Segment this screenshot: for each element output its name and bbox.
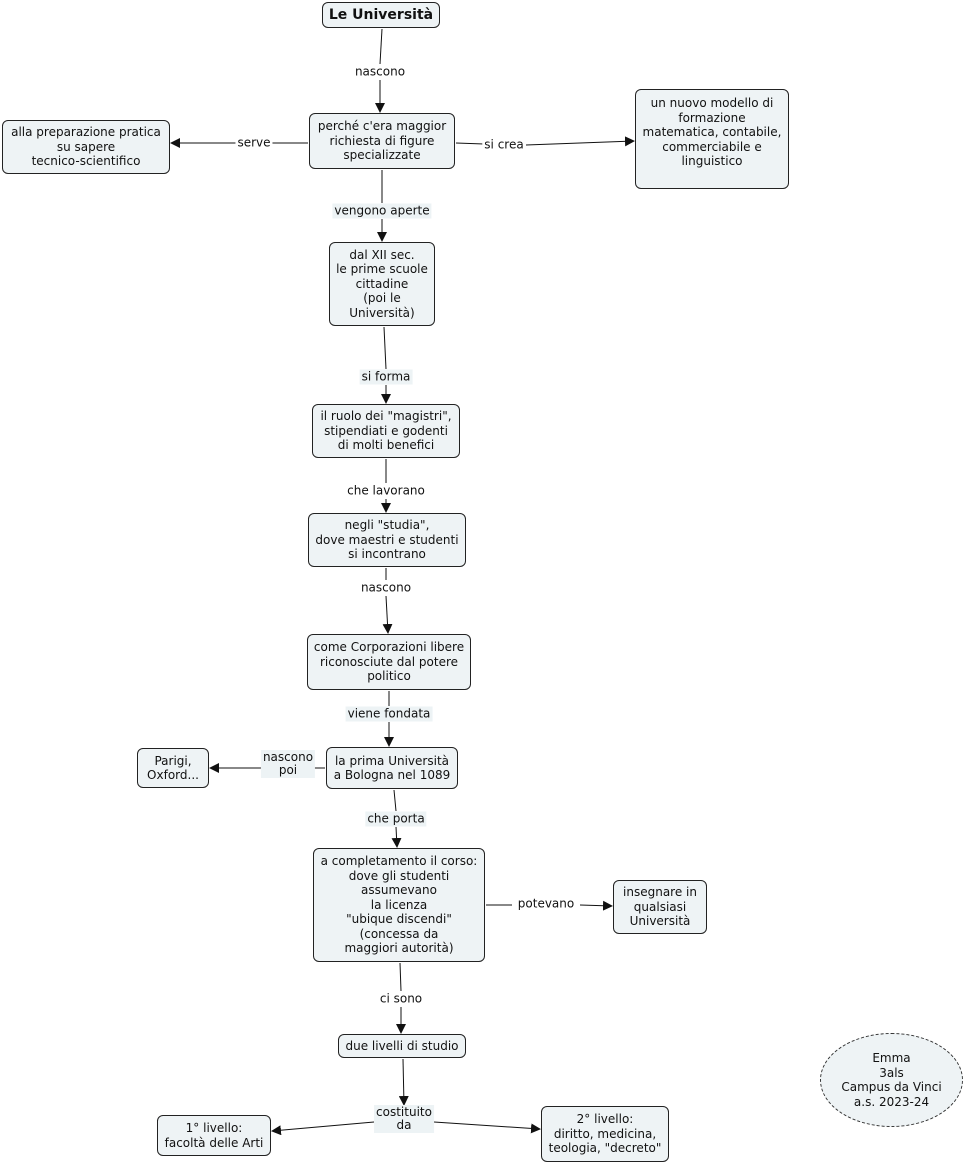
edge-costituito-to-lvl1 [271, 1121, 375, 1136]
node-completamento-corso[interactable]: a completamento il corso: dove gli stude… [313, 848, 485, 962]
node-secondo-livello[interactable]: 2° livello: diritto, medicina, teologia,… [541, 1106, 669, 1162]
edge-costituito-to-lvl2 [433, 1121, 541, 1134]
label-nascono-poi: nascono poi [260, 750, 316, 778]
node-parigi-oxford[interactable]: Parigi, Oxford... [137, 748, 209, 788]
edge-n8-to-costituito [398, 1058, 409, 1106]
label-si-crea: si crea [482, 137, 526, 153]
edge-n2-to-siforma [383, 326, 387, 370]
edge-n1-to-sicrea [455, 142, 485, 145]
node-maggior-richiesta[interactable]: perché c'era maggior richiesta di figure… [309, 113, 455, 169]
label-nascono: nascono [352, 64, 408, 80]
label-vengono-aperte: vengono aperte [332, 203, 432, 219]
node-author-ellipse[interactable]: Emma 3als Campus da Vinci a.s. 2023-24 [820, 1033, 963, 1127]
label-serve: serve [235, 135, 273, 151]
node-le-universita[interactable]: Le Università [322, 2, 440, 28]
node-prima-universita[interactable]: la prima Università a Bologna nel 1089 [326, 747, 458, 789]
node-corporazioni[interactable]: come Corporazioni libere riconosciute da… [307, 634, 471, 690]
edge-n6-to-porta [393, 789, 397, 812]
node-nuovo-modello[interactable]: un nuovo modello di formazione matematic… [635, 89, 789, 189]
node-prime-scuole[interactable]: dal XII sec. le prime scuole cittadine (… [329, 242, 435, 326]
node-primo-livello[interactable]: 1° livello: facoltà delle Arti [157, 1115, 271, 1156]
node-insegnare[interactable]: insegnare in qualsiasi Università [613, 880, 707, 934]
edge-potevano-to-teach [579, 900, 613, 911]
label-costituito-da: costituito da [374, 1105, 434, 1133]
node-due-livelli[interactable]: due livelli di studio [338, 1034, 466, 1058]
label-ci-sono: ci sono [377, 991, 425, 1007]
label-nascono-2: nascono [358, 580, 414, 596]
label-viene-fondata: viene fondata [345, 706, 433, 722]
edge-root-to-nascono [379, 28, 383, 65]
edge-sicrea-to-right1 [525, 136, 635, 147]
label-potevano: potevano [515, 896, 577, 912]
node-preparazione-pratica[interactable]: alla preparazione pratica su sapere tecn… [2, 120, 170, 174]
node-studia[interactable]: negli "studia", dove maestri e studenti … [308, 513, 466, 567]
edge-porta-to-n7 [391, 826, 402, 848]
node-ruolo-magistri[interactable]: il ruolo dei "magistri", stipendiati e g… [312, 404, 460, 458]
edge-nascono2-to-n5 [382, 595, 393, 634]
label-che-porta: che porta [365, 811, 427, 827]
edge-n7-to-cisono [399, 962, 402, 992]
label-che-lavorano: che lavorano [345, 483, 427, 499]
label-si-forma: si forma [359, 369, 413, 385]
